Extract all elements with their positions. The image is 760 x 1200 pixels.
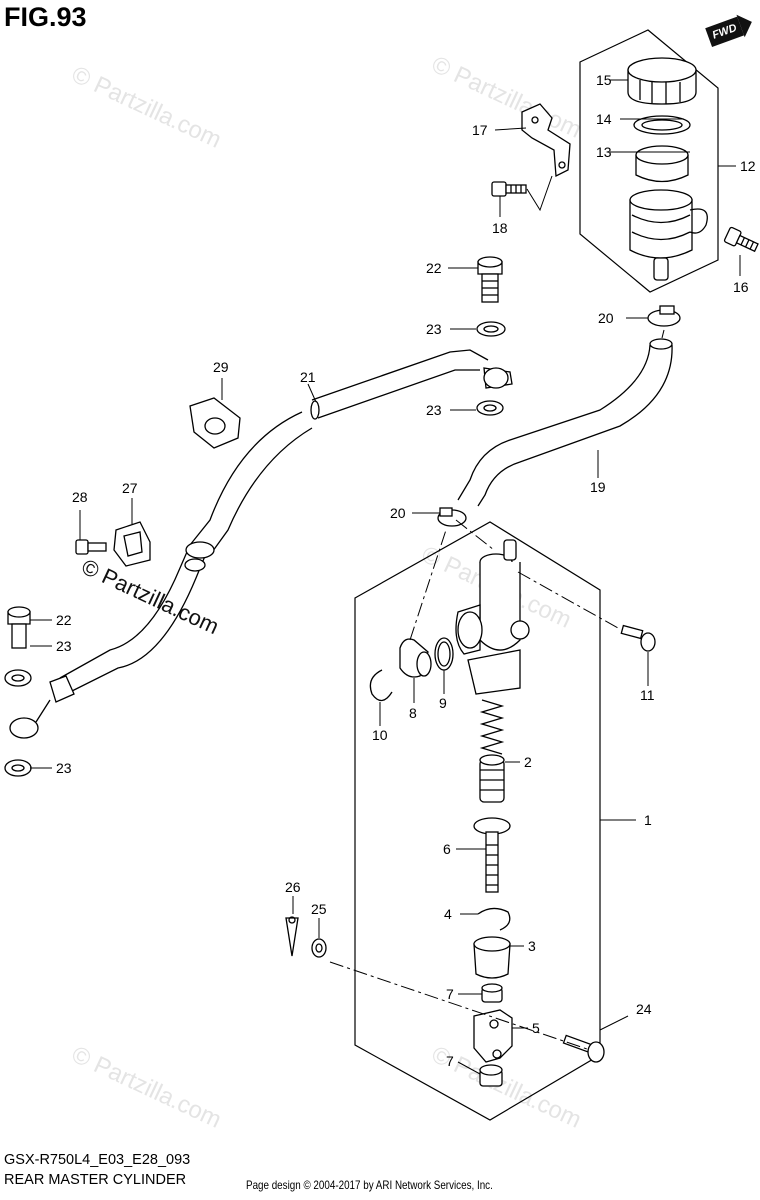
callout-20a: 20 (598, 310, 614, 326)
callout-6: 6 (443, 841, 451, 857)
bolt-16 (723, 226, 759, 253)
callout-8: 8 (409, 705, 417, 721)
copyright-footer: Page design © 2004-2017 by ARI Network S… (246, 1178, 493, 1192)
callout-20b: 20 (390, 505, 406, 521)
callout-1: 1 (644, 812, 652, 828)
callout-3: 3 (528, 938, 536, 954)
callout-15: 15 (596, 72, 612, 88)
callout-13: 13 (596, 144, 612, 160)
inlet-fitting (399, 638, 432, 678)
master-cylinder-body (455, 539, 530, 695)
callout-10: 10 (372, 727, 388, 743)
callout-16: 16 (733, 279, 749, 295)
hose-clamp-20-lower (437, 507, 467, 527)
union-bolt-22-lower (7, 606, 31, 649)
washer-23-d (4, 759, 32, 777)
nut-7-upper (481, 983, 503, 1003)
callout-14: 14 (596, 111, 612, 127)
callout-7b: 7 (446, 1053, 454, 1069)
callout-2: 2 (524, 754, 532, 770)
watermark-4: © Partzilla.com (67, 1041, 225, 1134)
screw-11 (620, 624, 656, 652)
callout-29: 29 (213, 359, 229, 375)
callout-22a: 22 (426, 260, 442, 276)
reservoir-bracket (521, 103, 571, 178)
callout-9: 9 (439, 695, 447, 711)
model-code: GSX-R750L4_E03_E28_093 (4, 1152, 191, 1168)
callout-17: 17 (472, 122, 488, 138)
reservoir-group-outline (579, 29, 719, 293)
watermark-2: © Partzilla.com (427, 51, 585, 144)
callout-19: 19 (590, 479, 606, 495)
callout-7a: 7 (446, 986, 454, 1002)
diagram-subtitle: REAR MASTER CYLINDER (4, 1172, 187, 1188)
brake-hose (9, 349, 489, 739)
watermark-1: © Partzilla.com (67, 61, 225, 154)
callout-18: 18 (492, 220, 508, 236)
callout-12: 12 (740, 158, 756, 174)
piston-set (479, 754, 505, 803)
nut-7-lower (479, 1064, 503, 1087)
callout-23a: 23 (426, 321, 442, 337)
reservoir-body (629, 189, 708, 281)
callout-27: 27 (122, 480, 138, 496)
callout-25: 25 (311, 901, 327, 917)
callout-11: 11 (640, 687, 655, 703)
union-bolt-22-upper (477, 256, 503, 303)
washer-23-a (476, 321, 506, 337)
clevis-pin (562, 1034, 605, 1063)
hose-union-fitting (483, 367, 513, 389)
hose-clamp-29 (189, 397, 241, 449)
clevis (473, 1009, 513, 1063)
alignment-lines (329, 329, 665, 1051)
washer-23-c (4, 669, 32, 687)
reservoir-hose (457, 338, 673, 507)
washer-25 (311, 938, 327, 958)
callout-23d: 23 (56, 760, 72, 776)
callout-26: 26 (285, 879, 301, 895)
o-ring-9 (434, 637, 454, 671)
washer-23-b (476, 400, 504, 416)
callout-23b: 23 (426, 402, 442, 418)
diaphragm-plate (633, 115, 691, 135)
push-rod (473, 817, 511, 893)
reservoir-cap (627, 57, 697, 105)
callout-28: 28 (72, 489, 88, 505)
circlip-10 (369, 669, 393, 702)
callout-4: 4 (444, 906, 452, 922)
callout-21: 21 (300, 369, 316, 385)
bolt-28 (75, 539, 107, 555)
hose-clamp-27 (113, 521, 151, 567)
figure-title: FIG.93 (4, 2, 87, 32)
bolt-18 (491, 181, 527, 197)
dust-boot (473, 936, 511, 979)
circlip-4 (477, 907, 511, 931)
callout-23c: 23 (56, 638, 72, 654)
leader-lines (30, 79, 741, 1075)
piston-spring (479, 699, 505, 755)
hose-clamp-20-upper (647, 305, 681, 327)
callout-24: 24 (636, 1001, 652, 1017)
diaphragm (635, 145, 689, 183)
callout-22b: 22 (56, 612, 72, 628)
callout-5: 5 (532, 1020, 540, 1036)
callout-labels: 1 2 3 4 5 6 7 7 8 9 10 11 12 13 14 15 16… (56, 72, 756, 1069)
cotter-pin (285, 916, 299, 957)
